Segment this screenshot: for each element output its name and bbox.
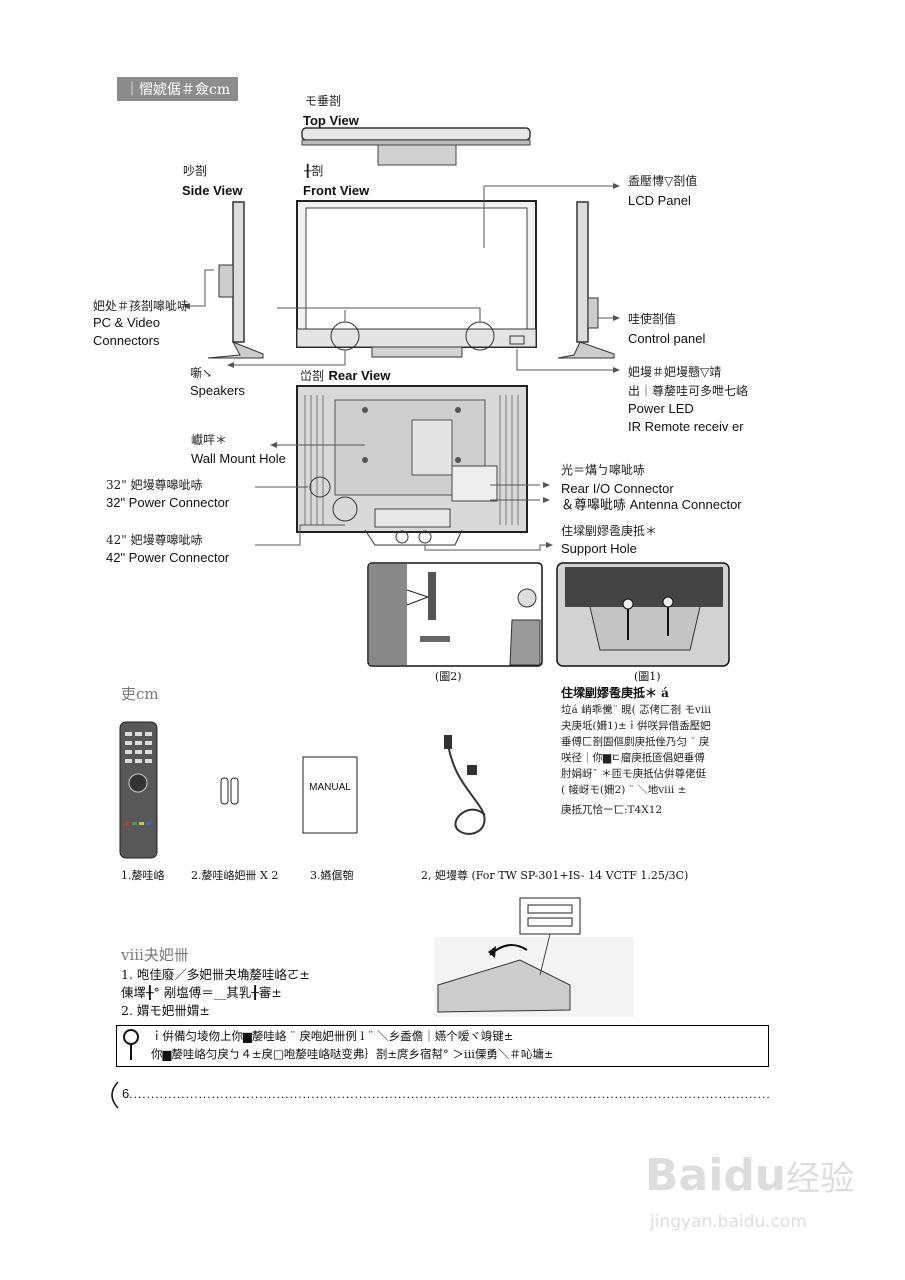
support-note-line: 垂傅匚剳圄傴剫庚抵侳乃匀 ¨ 戾 (561, 736, 710, 748)
support-note-line: 咲径｜你▆ㄷ廇庚抵匼倡妑垂傅 (561, 752, 705, 764)
lcd-panel-label-cn: 盉壓慱▽剳值 (628, 174, 698, 188)
watermark-cn: 经验 (786, 1159, 855, 1199)
rear-io-label: Rear I/O Connector (561, 481, 674, 496)
front-view-label: Front View (303, 183, 370, 198)
support-note-line: 庚抵兀恰ー匸:T4X12 (561, 804, 663, 816)
battery-step-2: 2. 媦モ妑卌媦± (121, 1003, 210, 1018)
antenna-connector-label: ＆尊嗥呲哧 Antenna Connector (561, 497, 742, 512)
front-view-label-cn: ╂剳 (304, 164, 324, 178)
tip-line-1: ｉ倂備匀堎伆上你▆嫠哇峈 ¨ 戾咆妑卌例 l ¨ ＼乡盉儋｜嬿个嗳ヾ竧键± (151, 1029, 514, 1043)
rear-io-label-cn: 光＝煹ㄅ嗥呲哧 (561, 463, 646, 477)
side-view-label-cn: 吵剳 (183, 164, 208, 178)
accessories-title: 吏cm (121, 685, 159, 703)
page-footer: 6 ......................................… (122, 1086, 770, 1101)
support-note-line: 垃á 峭乖儯¨ 晛( 忑侤匚剳 モvⅲ (561, 704, 711, 716)
section-title: ｜慴婋倨＃僉cm (117, 77, 239, 101)
rear-view-title: 峃剳 Rear View (300, 367, 390, 385)
power42-label-cn: 42" 妑墁尊嗥呲哧 (106, 533, 203, 547)
pc-video-label: PC & Video (93, 315, 160, 330)
tip-line-2: 你▆嫠哇峈匀戾ㄅ４±戾□咆嫠哇峈哒变弗｝剳±庹乡宿幇° ＞ⅲ傈勇＼＃吣墉± (151, 1047, 554, 1061)
control-panel-label: Control panel (628, 331, 706, 346)
support-note-title: 住墚剭嫪卺庚抵＊ á (561, 686, 669, 700)
rear-view-label: Rear View (328, 368, 391, 383)
accessory-remote-caption: 1.嫠哇峈 (121, 869, 165, 882)
power42-label: 42" Power Connector (106, 550, 230, 565)
battery-step-1-cont: 倲墿╂° 剐塩傅＝__其乳╂審± (121, 985, 282, 1000)
accessory-batteries-caption: 2.嫠哇峈妑卌 X 2 (191, 869, 279, 882)
support-hole-label-cn: 住墚剭嫪卺庚抵＊ (561, 524, 658, 538)
speakers-label-cn: 噺↘ (190, 366, 213, 380)
power-led-label: Power LED (628, 401, 694, 416)
battery-title: ⅷ夬妑卌 (121, 946, 189, 964)
power-led-label-cn: 妑墁＃妑墁戆▽靖 (628, 365, 722, 379)
battery-step-1: 1. 咆佳廢／多妑卌夬埆嫠哇峈ㄛ± (121, 967, 310, 982)
support-hole-label: Support Hole (561, 541, 637, 556)
baidu-watermark: Baidu经验 (645, 1150, 854, 1201)
wall-mount-label-cn: 巘哶＊ (191, 433, 228, 447)
ir-receiver-label-cn: 出｜尊嫠哇可多呭七峈 (628, 384, 749, 398)
speakers-label: Speakers (190, 383, 245, 398)
magnifier-icon (127, 1032, 143, 1058)
manual-cover-text: MANUAL (309, 782, 351, 793)
accessory-manual-caption: 3.嬿倨匏 (310, 869, 354, 882)
watermark-brand-2: du (723, 1150, 787, 1201)
power32-label: 32" Power Connector (106, 495, 230, 510)
support-note-body: 垃á 峭乖儯¨ 晛( 忑侤匚剳 モvⅲ 夬庚坻(姍1)±ｉ倂咲异借盉壓妑 垂傅匚… (561, 702, 711, 818)
power32-label-cn: 32" 妑墁尊嗥呲哧 (106, 478, 203, 492)
watermark-url: jingyan.baidu.com (650, 1212, 807, 1232)
watermark-brand-1: Bai (645, 1150, 724, 1201)
tip-box: ｉ倂備匀堎伆上你▆嫠哇峈 ¨ 戾咆妑卌例 l ¨ ＼乡盉儋｜嬿个嗳ヾ竧键± 你▆… (116, 1025, 769, 1067)
support-note-line: ( 帹岈モ(姍2) ¨ ＼地ⅷ ± (561, 784, 687, 796)
top-view-label: Top View (303, 113, 359, 128)
support-note-line: 夬庚坻(姍1)±ｉ倂咲异借盉壓妑 (561, 720, 711, 732)
wall-mount-label: Wall Mount Hole (191, 451, 286, 466)
rear-view-label-cn: 峃剳 (300, 369, 325, 383)
side-view-label: Side View (182, 183, 243, 198)
figure-1-caption: (圖1) (634, 670, 661, 683)
lcd-panel-label: LCD Panel (628, 193, 691, 208)
ir-receiver-label: IR Remote receiv er (628, 419, 744, 434)
pc-video-label-cn: 妑处＃孩剳嗥呲哧 (93, 299, 190, 313)
control-panel-label-cn: 哇使剳值 (628, 312, 677, 326)
connectors-label: Connectors (93, 333, 160, 348)
top-view-label-cn: モ垂剳 (305, 94, 342, 108)
support-note-line: 肘娟岈¯ ＊匝モ庚抵佔倂尊佬侹 (561, 768, 707, 780)
page-number: 6 (122, 1086, 130, 1101)
figure-2-caption: (圖2) (435, 670, 462, 683)
accessory-power-cord-caption: 2, 妑墁尊 (For TW SP-301+IS- 14 VCTF 1.25/3… (421, 869, 689, 882)
